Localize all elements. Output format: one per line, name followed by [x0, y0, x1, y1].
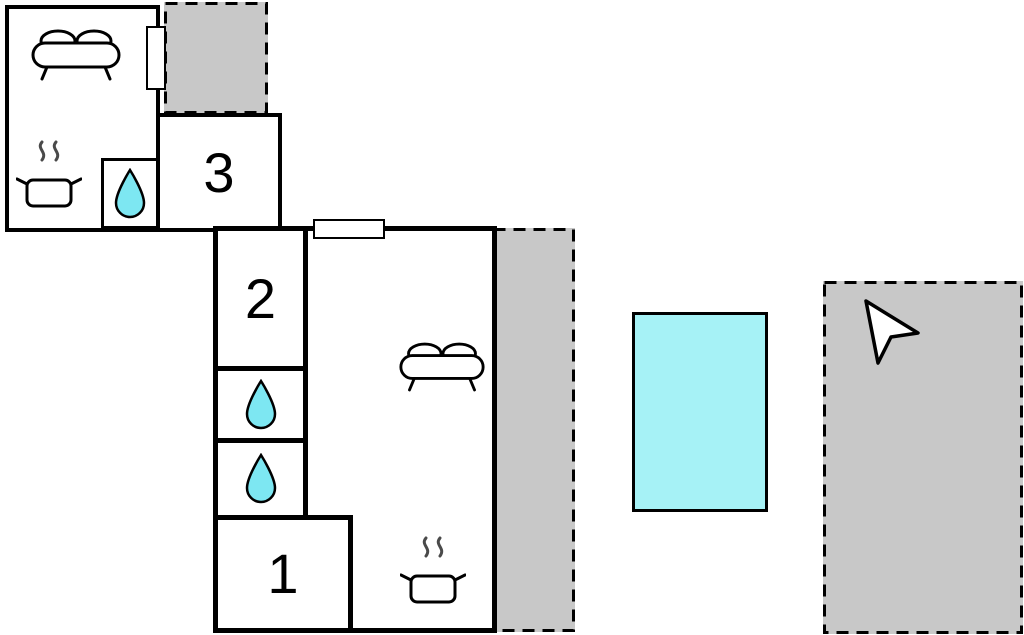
- window: [313, 219, 385, 239]
- pot-handle: [453, 573, 466, 582]
- room-3-label: 3: [203, 140, 235, 204]
- terrace-side-outline: [492, 228, 575, 632]
- terrace-top-outline: [164, 2, 268, 114]
- terrace-side: [492, 228, 575, 632]
- north-arrow-icon: [864, 299, 920, 365]
- wall-partition-horizontal-2: [218, 438, 308, 443]
- drop-shape: [245, 379, 277, 430]
- pot-handle: [69, 177, 82, 186]
- dashed-border: [823, 281, 1023, 634]
- window: [146, 26, 166, 90]
- water-drop-icon: [245, 379, 277, 430]
- room-3: 3: [156, 113, 282, 232]
- sofa-shape: [399, 342, 485, 392]
- wall-partition-vertical-2: [348, 520, 353, 628]
- water-drop-icon: [245, 453, 277, 504]
- main-block: [213, 226, 497, 633]
- pot-handle: [400, 573, 413, 582]
- dashed-border: [492, 228, 575, 632]
- steam-line: [38, 140, 46, 162]
- sofa-icon: [31, 29, 121, 81]
- pot-body: [25, 178, 73, 208]
- steam-line: [52, 140, 60, 162]
- pot-handle: [16, 177, 29, 186]
- room-2: 2: [218, 231, 303, 366]
- shower-box: [101, 158, 159, 229]
- sofa-icon: [399, 342, 485, 392]
- dashed-border: [164, 2, 268, 114]
- steam-line: [436, 536, 444, 558]
- water-drop-icon: [114, 167, 146, 218]
- terrace-large: [823, 281, 1023, 634]
- drop-shape: [245, 453, 277, 504]
- pot-body: [409, 574, 457, 604]
- wall-partition-horizontal-1: [218, 366, 308, 371]
- room-1-label: 1: [267, 542, 299, 605]
- pool-area: [632, 312, 768, 512]
- drop-shape: [114, 167, 146, 218]
- sofa-shape: [31, 29, 121, 81]
- stove-icon: [400, 536, 466, 604]
- terrace-top: [164, 2, 268, 114]
- room-1: 1: [218, 520, 348, 628]
- wall-partition-horizontal-3: [218, 515, 353, 520]
- room-2-label: 2: [244, 266, 277, 330]
- stove-icon: [16, 140, 82, 208]
- arrow-shape: [864, 299, 920, 365]
- steam-line: [422, 536, 430, 558]
- wall-partition-vertical-1: [303, 231, 308, 520]
- terrace-large-outline: [823, 281, 1023, 634]
